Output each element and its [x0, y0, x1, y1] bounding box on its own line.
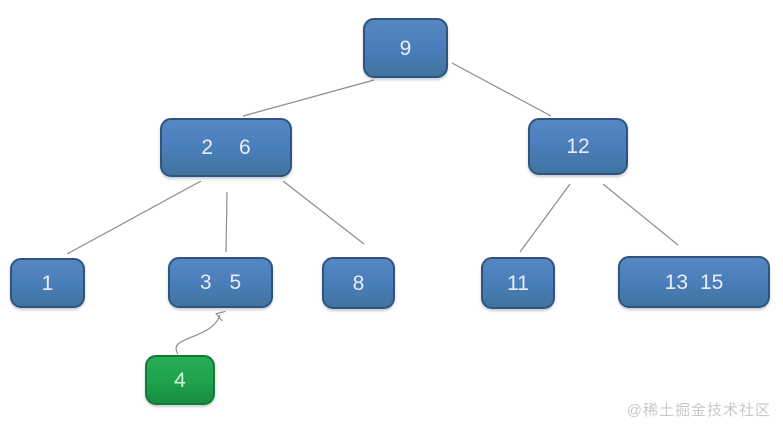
- insert-arrow: [175, 310, 226, 355]
- edge-right-leaf11: [519, 183, 571, 253]
- tree-node-root: 9: [363, 18, 448, 78]
- edge-left-leaf8: [282, 180, 365, 245]
- node-key: 9: [399, 36, 412, 60]
- node-key: 1: [41, 271, 54, 295]
- tree-node-leaf1: 1: [10, 258, 85, 308]
- node-key: 5: [229, 271, 242, 294]
- edge-root-right: [451, 62, 552, 117]
- node-key: 2: [201, 136, 213, 159]
- edge-left-leaf1: [66, 180, 202, 255]
- node-key: 8: [352, 271, 365, 295]
- node-key: 12: [566, 135, 590, 158]
- node-key: 6: [239, 136, 251, 159]
- node-key: 4: [174, 368, 186, 392]
- tree-node-leaf1315: 13 15: [618, 256, 770, 308]
- edge-right-leaf1315: [602, 183, 679, 246]
- node-key: 11: [507, 271, 529, 295]
- node-key: 3: [199, 271, 212, 294]
- tree-node-leaf35: 3 5: [168, 257, 273, 308]
- node-key: 13: [664, 270, 688, 294]
- edge-left-leaf35: [225, 191, 228, 253]
- tree-node-leaf8: 8: [322, 257, 395, 309]
- tree-node-leaf11: 11: [481, 257, 555, 309]
- node-key: 15: [700, 270, 724, 294]
- tree-node-insert: 4: [145, 355, 215, 405]
- edge-root-left: [242, 79, 375, 117]
- tree-node-left: 2 6: [160, 118, 292, 177]
- watermark: @稀土掘金技术社区: [626, 402, 771, 419]
- tree-node-right: 12: [528, 118, 628, 175]
